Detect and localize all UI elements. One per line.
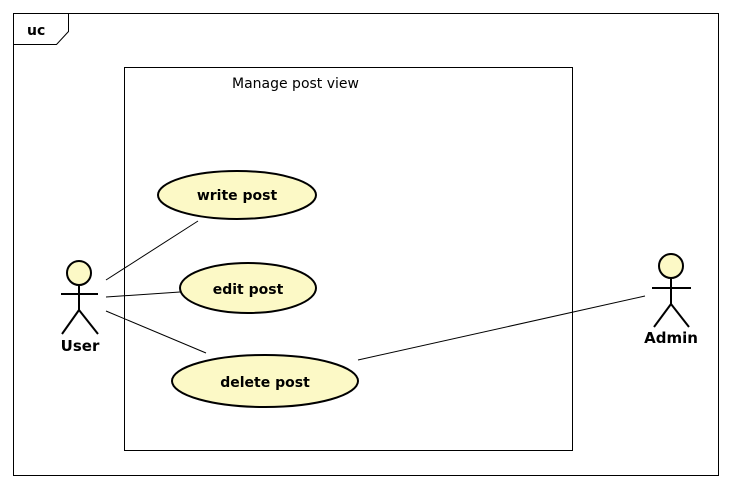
system-title: Manage post view bbox=[232, 76, 359, 92]
actor-stick-figure-icon bbox=[61, 260, 99, 335]
actor-head bbox=[658, 253, 684, 279]
uc-frame-tab bbox=[13, 13, 69, 45]
actor-right-leg bbox=[78, 309, 99, 335]
actor-name: Admin bbox=[644, 329, 698, 347]
use-case-label: delete post bbox=[220, 375, 310, 391]
actor-name: User bbox=[61, 337, 100, 355]
use-case-label: write post bbox=[197, 188, 278, 204]
actor-right-leg bbox=[670, 303, 690, 328]
use-case-label: edit post bbox=[213, 282, 284, 298]
actor-head bbox=[66, 260, 92, 286]
use-case-edit-post[interactable]: edit post bbox=[179, 262, 317, 314]
associations bbox=[105, 220, 646, 361]
use-case-ellipse[interactable] bbox=[171, 354, 359, 408]
actor-left-leg bbox=[61, 309, 80, 335]
actor-stick-figure-icon bbox=[652, 253, 691, 328]
uc-frame-label: uc bbox=[27, 23, 45, 39]
association-admin-delete bbox=[357, 295, 646, 361]
association-user-delete bbox=[105, 310, 207, 354]
use-case-ellipse[interactable] bbox=[157, 170, 317, 220]
use-case-delete-post[interactable]: delete post bbox=[171, 354, 359, 408]
system-boundary: Manage post view bbox=[124, 67, 573, 451]
use-case-write-post[interactable]: write post bbox=[157, 170, 317, 220]
actor-admin[interactable]: Admin bbox=[644, 253, 698, 347]
association-user-edit bbox=[105, 291, 181, 298]
actor-left-leg bbox=[653, 303, 672, 328]
association-user-write bbox=[105, 220, 199, 281]
use-case-ellipse[interactable] bbox=[179, 262, 317, 314]
actor-user[interactable]: User bbox=[61, 260, 100, 355]
